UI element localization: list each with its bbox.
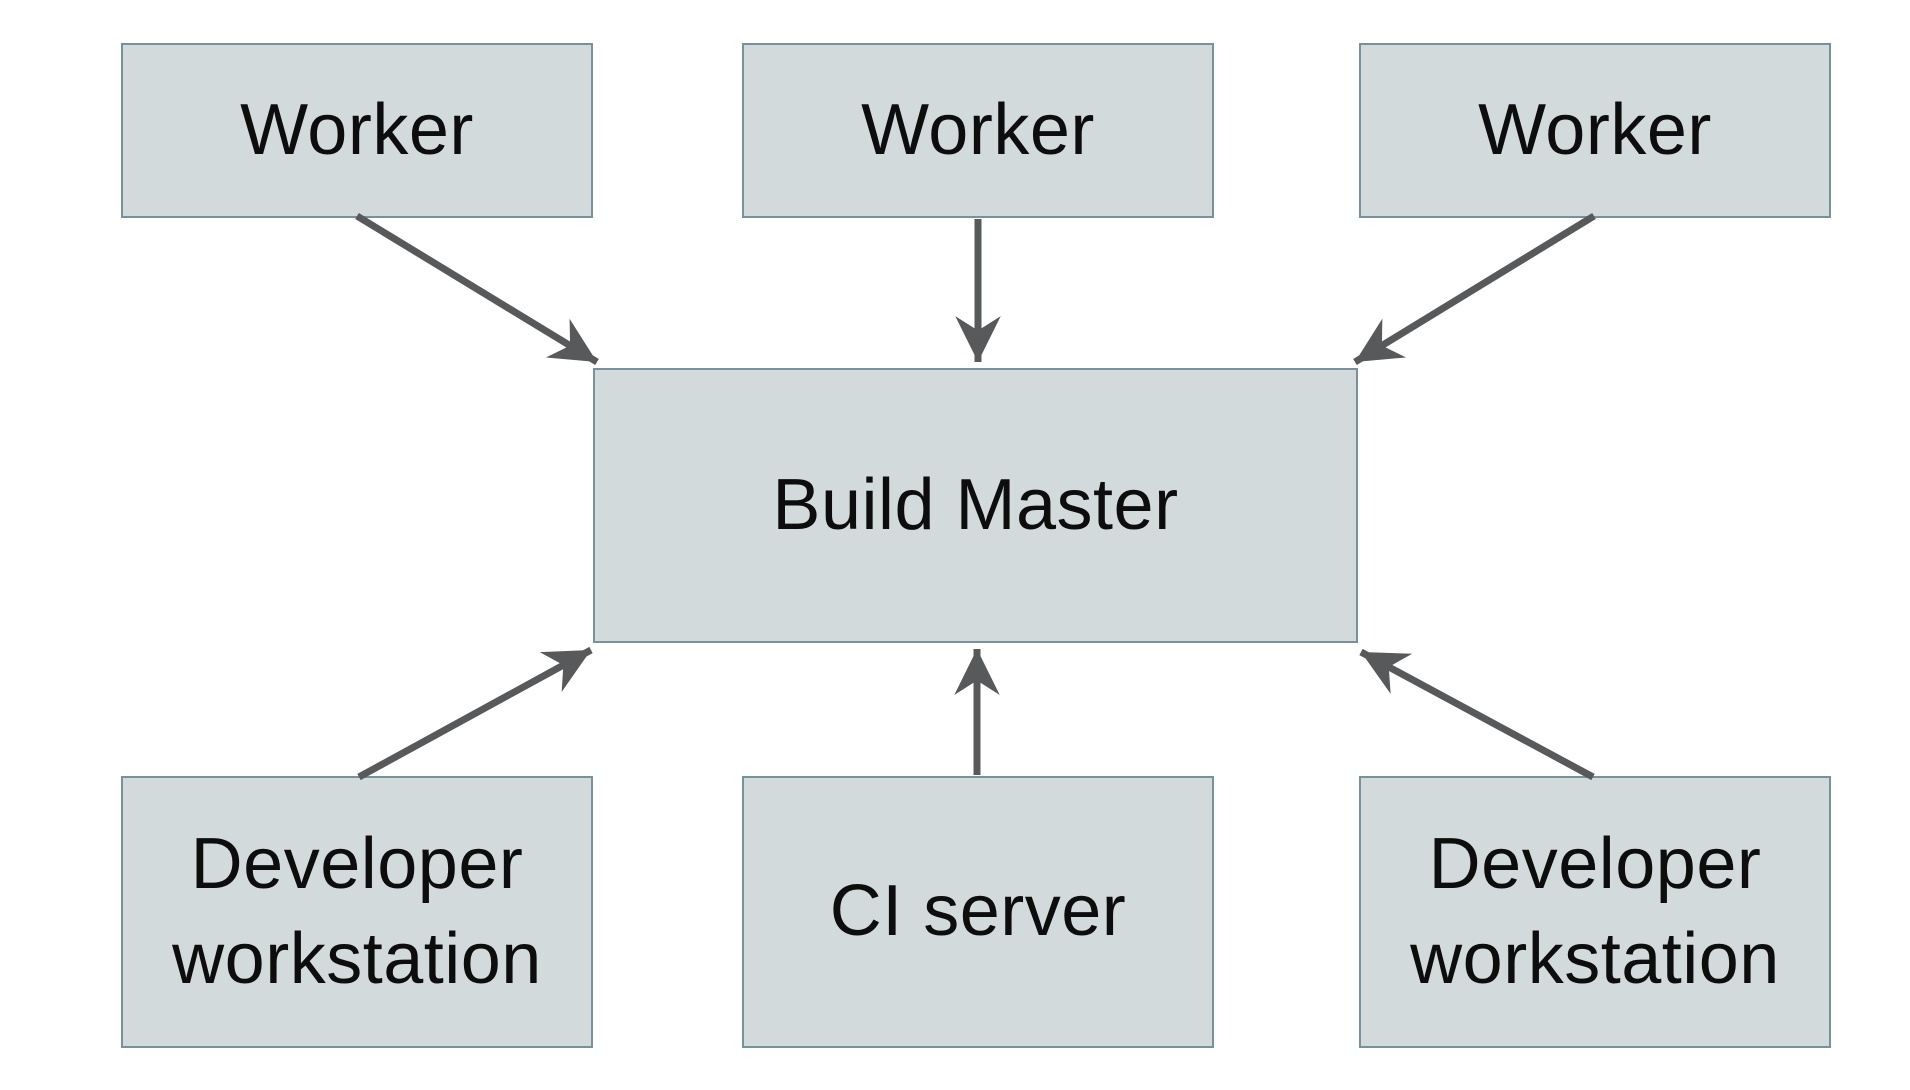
node-ci-server: CI server [742,776,1214,1048]
node-label: Developer workstation [1410,823,1780,999]
node-developer-workstation-right: Developer workstation [1359,776,1831,1048]
node-worker-top-right: Worker [1359,43,1831,218]
arrow-developer-workstation-left-to-build-master [357,646,593,781]
node-worker-top-left: Worker [121,43,593,218]
node-worker-top-center: Worker [742,43,1214,218]
arrow-worker-top-right-to-build-master [1353,213,1596,365]
node-build-master: Build Master [593,368,1358,643]
node-label: Worker [240,89,474,170]
node-developer-workstation-left: Developer workstation [121,776,593,1048]
arrow-worker-top-left-to-build-master [355,213,599,365]
node-label: Worker [861,89,1095,170]
node-label: Build Master [772,464,1179,545]
node-label: Developer workstation [172,823,542,999]
arrow-developer-workstation-right-to-build-master [1359,648,1595,781]
node-label: Worker [1478,89,1712,170]
node-label: CI server [829,871,1127,952]
